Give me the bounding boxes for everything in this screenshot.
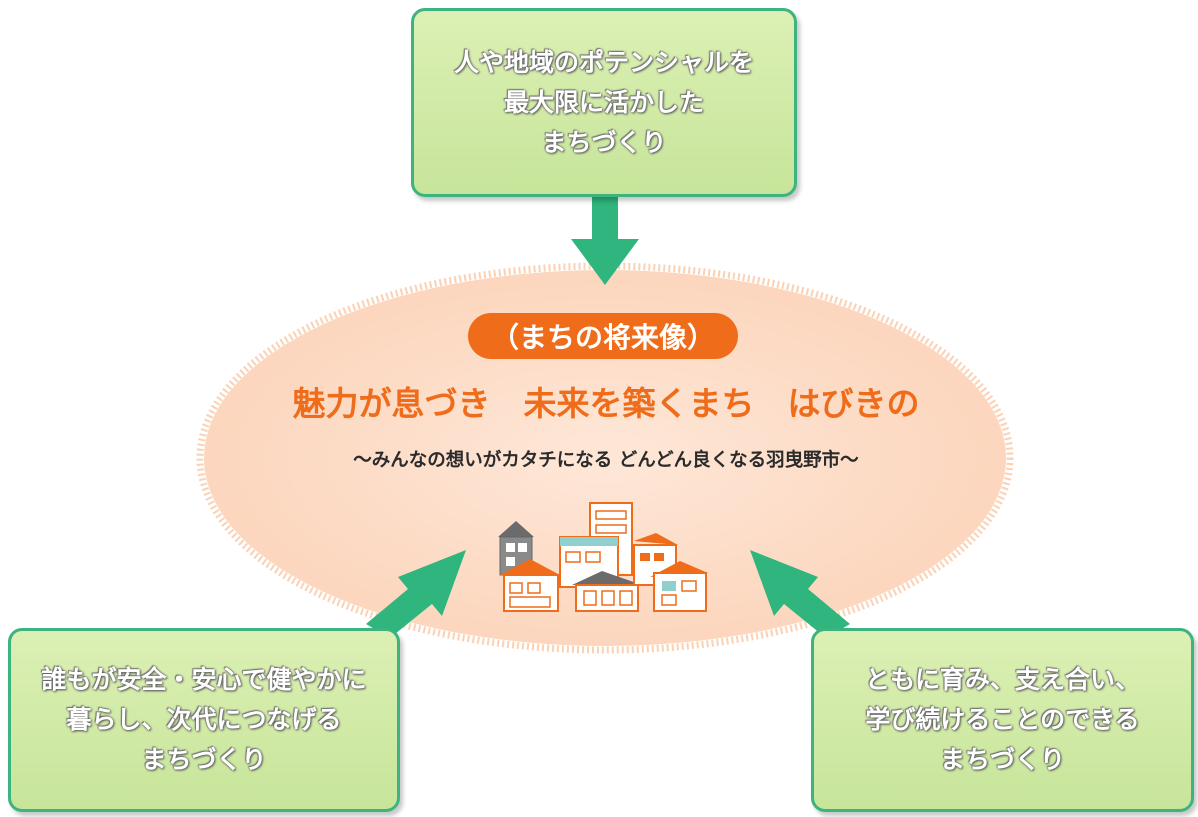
pillar-box-left: 誰もが安全・安心で健やかに 暮らし、次代につなげる まちづくり [8,628,400,812]
pillar-right-line-1: ともに育み、支え合い、 [864,665,1140,694]
vision-title: 魅力が息づき 未来を築くまち はびきの [292,384,920,423]
pillar-box-right: ともに育み、支え合い、 学び続けることのできる まちづくり [811,628,1194,812]
pillar-top-line-2: 最大限に活かした [503,87,704,117]
pillar-left-line-3: まちづくり [141,745,267,774]
vision-subtitle: ～みんなの想いがカタチになる どんどん良くなる羽曳野市～ [353,450,859,471]
town-buildings-illustration [494,497,712,615]
pillar-left-line-1: 誰もが安全・安心で健やかに [41,665,367,694]
vision-label-badge: （まちの将来像） [468,313,738,359]
pillar-top-line-1: 人や地域のポテンシャルを [453,47,754,77]
pillar-left-line-2: 暮らし、次代につなげる [66,705,342,734]
pillar-right-line-2: 学び続けることのできる [865,705,1140,734]
pillar-right-line-3: まちづくり [939,745,1065,774]
pillar-box-top: 人や地域のポテンシャルを 最大限に活かした まちづくり [411,8,797,197]
pillar-top-line-3: まちづくり [541,127,667,157]
arrow-up-right-icon [360,542,472,646]
arrow-up-left-icon [744,542,856,646]
arrow-down-icon [571,195,639,285]
